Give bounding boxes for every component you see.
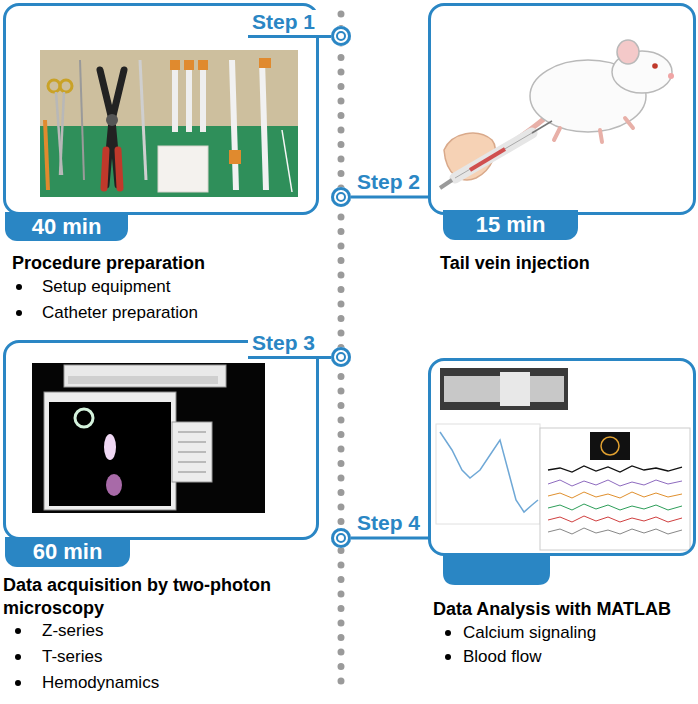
step-panel: Data Analysis with MATLABCalcium signali… [428,358,696,556]
imaging-screenshot [32,363,265,513]
bullet-item: Blood flow [433,645,693,669]
bullet-item: Z-series [3,618,303,644]
step-marker: Step 4 [331,528,351,548]
bullet-dot [15,654,21,660]
step-label: Step 1 [248,10,331,38]
time-tab-blank [443,553,550,585]
timeline-connector [351,196,428,199]
bullet-text: Catheter preparation [42,300,198,326]
step-panel: Tail vein injection15 min [428,3,696,215]
time-tab: 60 min [5,537,130,567]
bullet-text: Blood flow [463,645,541,669]
bullet-item: Hemodynamics [3,670,303,696]
bullet-text: Calcium signaling [463,621,596,645]
step-heading: Data Analysis with MATLAB [433,598,693,620]
bullet-item: Setup equipment [12,274,322,300]
bullet-text: Z-series [42,618,103,644]
step-label: Step 4 [351,511,422,535]
panel-caption: Tail vein injection [440,252,690,274]
tools-photo [40,50,298,197]
time-label: 15 min [476,212,546,237]
panel-caption: Data Analysis with MATLABCalcium signali… [433,598,693,669]
time-label: 40 min [32,214,102,239]
mouse-injection-drawing [440,40,674,188]
bullet-item: Catheter preparation [12,300,322,326]
time-label: 60 min [33,539,103,564]
step-panel: Data acquisition by two-photon microscop… [3,340,319,540]
bullet-item: Calcium signaling [433,621,693,645]
step-label: Step 2 [351,170,422,194]
step-marker: Step 2 [331,187,351,207]
bullet-dot [15,680,21,686]
step-marker: Step 3 [331,347,351,367]
bullet-item: T-series [3,644,303,670]
step-label: Step 3 [248,331,331,359]
time-tab: 15 min [443,210,578,240]
step-heading: Tail vein injection [440,252,690,274]
time-tab: 40 min [5,212,128,241]
bullet-dot [15,628,21,634]
bullet-dot [16,310,22,316]
step-heading: Procedure preparation [12,252,322,274]
panel-caption: Procedure preparationSetup equipmentCath… [12,252,322,326]
bullet-dot [16,284,22,290]
step-marker: Step 1 [331,26,351,46]
bullet-dot [445,654,451,660]
bullet-dot [445,630,451,636]
panel-caption: Data acquisition by two-photon microscop… [3,574,303,696]
analysis-plots [436,368,690,550]
bullet-text: T-series [42,644,102,670]
step-heading: Data acquisition by two-photon microscop… [3,574,303,620]
timeline-connector [351,537,428,540]
bullet-text: Setup equipment [42,274,171,300]
bullet-text: Hemodynamics [42,670,159,696]
